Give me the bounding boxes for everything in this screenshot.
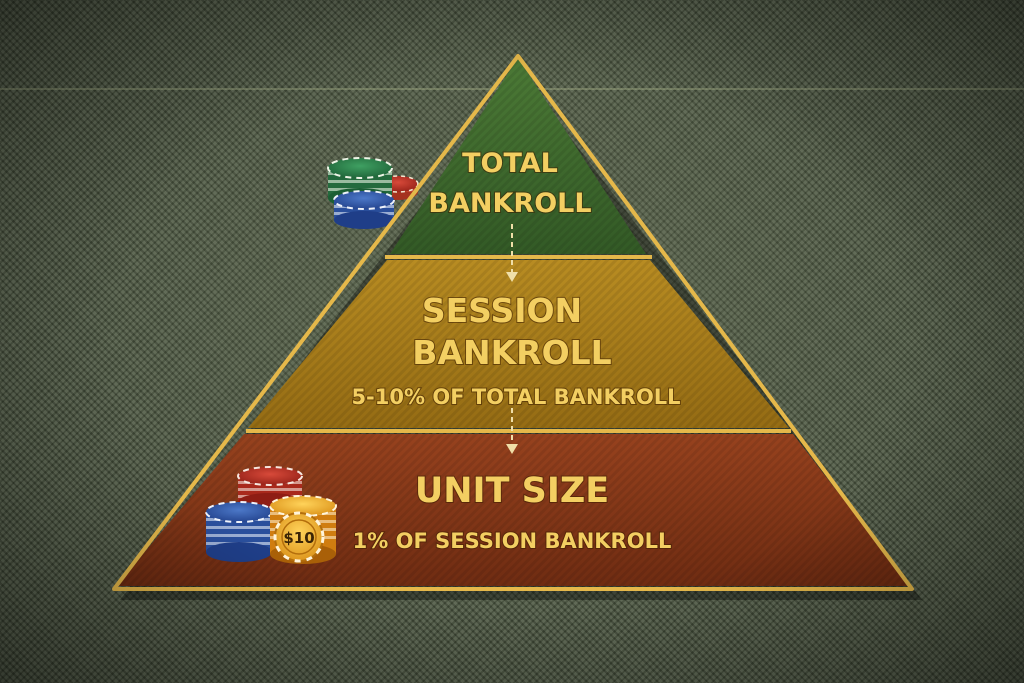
poker-chip-stack-blue-icon [205, 501, 273, 562]
flow-arrow-bottom [506, 408, 518, 454]
tier-unit-subtitle: 1% OF SESSION BANKROLL [353, 529, 672, 553]
flow-arrow-top [506, 224, 518, 282]
tier-unit-title: UNIT SIZE [415, 471, 609, 511]
tier-total-title-line1: TOTAL [462, 148, 558, 179]
tier-session-bankroll [248, 260, 789, 428]
tier-total-bankroll [390, 58, 646, 254]
tier-session-subtitle: 5-10% OF TOTAL BANKROLL [351, 385, 680, 409]
chip-value-label: $10 [283, 529, 314, 547]
tier-total-title-line2: BANKROLL [428, 188, 591, 219]
tier-session-title-line1: SESSION [422, 291, 582, 330]
tier-session-title-line2: BANKROLL [412, 333, 611, 372]
pyramid-outline [112, 54, 914, 591]
ten-dollar-chip-icon: $10 [273, 511, 325, 563]
poker-chip-stack-green-icon [327, 157, 419, 229]
